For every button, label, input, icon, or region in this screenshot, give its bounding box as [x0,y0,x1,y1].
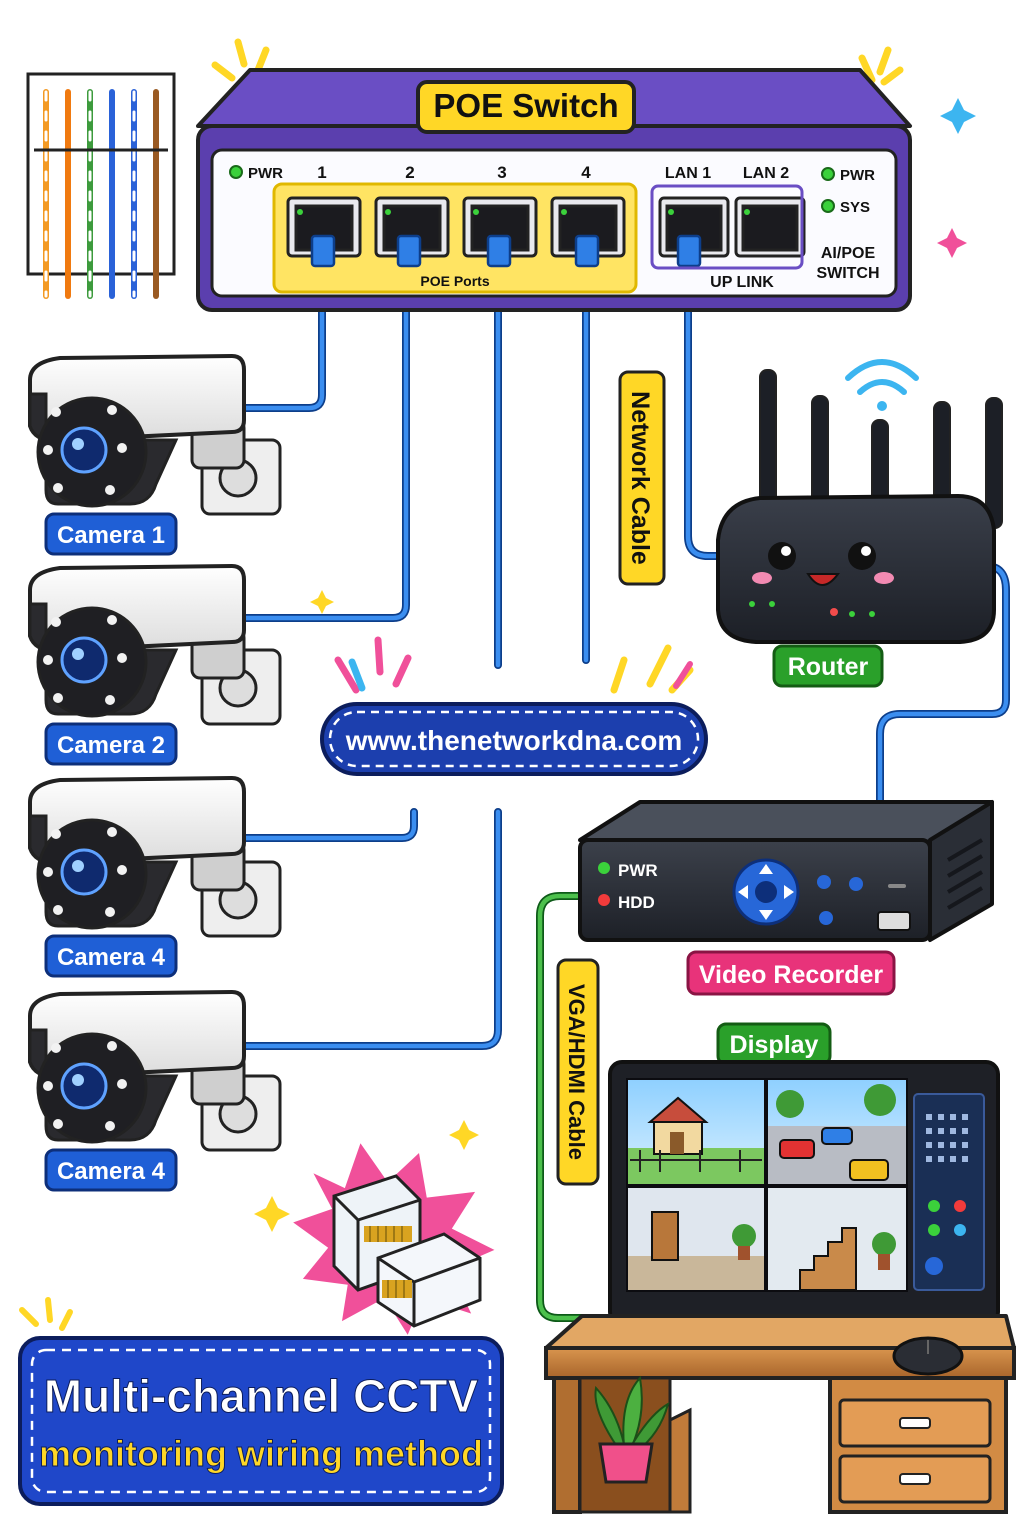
title-line2: monitoring wiring method [39,1433,483,1474]
poe-switch-title-badge: POE Switch [416,80,636,134]
camera-feed-grid [628,1080,906,1291]
status-pwr-led-icon [821,167,835,181]
recorder-hdd-led-icon [598,894,610,906]
port-number-1: 1 [317,163,326,182]
vga-hdmi-cable-label: VGA/HDMI Cable [556,958,600,1186]
network-cable-text: Network Cable [626,391,654,565]
potted-plant-icon [594,1375,670,1484]
network-cables [224,258,1010,1322]
bullet-camera-icon [28,563,282,726]
lan2-label: LAN 2 [743,165,789,182]
poe-switch-title: POE Switch [433,87,618,124]
camera-label: Camera 4 [57,944,166,971]
switch-model-line1: AI/POE [821,245,876,262]
poe-ports-group [272,182,638,294]
desk [544,1314,1016,1514]
uplink-group [650,184,804,270]
camera-2: Camera 2 [28,563,282,766]
poe-ports-label: POE Ports [420,273,489,289]
rj45-plug-icons [310,234,702,268]
switch-pwr-label: PWR [248,165,283,182]
title-line1: Multi-channel CCTV [44,1370,479,1422]
status-sys-led-icon [821,199,835,213]
vga-hdmi-cable-text: VGA/HDMI Cable [564,984,589,1160]
control-panel [913,1093,985,1291]
dpad-icon [732,858,800,926]
wifi-signal-icon [845,359,919,411]
decorative-sparkles [19,38,976,1331]
port-number-4: 4 [581,163,591,182]
port-number-3: 3 [497,163,506,182]
switch-model-line2: SWITCH [816,265,879,282]
bullet-camera-icon [28,775,282,938]
recorder-hdd-label: HDD [618,893,655,912]
mouse-icon [892,1336,964,1376]
lan1-label: LAN 1 [665,165,711,182]
title-banner: Multi-channel CCTV monitoring wiring met… [18,1336,504,1506]
router: Router [716,359,1003,688]
port-number-2: 2 [405,163,414,182]
recorder-pwr-label: PWR [618,861,658,880]
usb-port-icon [877,911,911,931]
rj45-connector-icon [376,1232,482,1328]
status-sys-label: SYS [840,199,870,216]
status-pwr-label: PWR [840,167,875,184]
camera-1: Camera 1 [28,353,282,556]
poe-switch: POE Switch PWR POE Ports 1 2 3 4 [196,68,912,312]
video-recorder-label: Video Recorder [699,961,884,989]
rj45-connectors-illustration [286,1136,502,1342]
bullet-camera-icon [28,353,282,516]
camera-label: Camera 1 [57,522,165,549]
video-recorder: PWR HDD Video Recorder [578,800,994,996]
pwr-led-icon [229,165,243,179]
website-text: www.thenetworkdna.com [345,725,683,756]
website-badge: www.thenetworkdna.com [320,702,708,776]
display-label: Display [730,1031,819,1059]
recorder-pwr-led-icon [598,862,610,874]
rj45-color-code-chart [26,72,176,299]
router-label: Router [788,653,869,681]
camera-label: Camera 2 [57,732,165,759]
router-face-icon [752,542,894,586]
camera-4: Camera 4 [28,989,282,1192]
bullet-camera-icon [28,989,282,1152]
uplink-label: UP LINK [710,274,774,291]
network-cable-label: Network Cable [618,370,666,586]
camera-label: Camera 4 [57,1158,166,1185]
display-monitor: Display [608,1022,1000,1364]
camera-3: Camera 4 [28,775,282,978]
